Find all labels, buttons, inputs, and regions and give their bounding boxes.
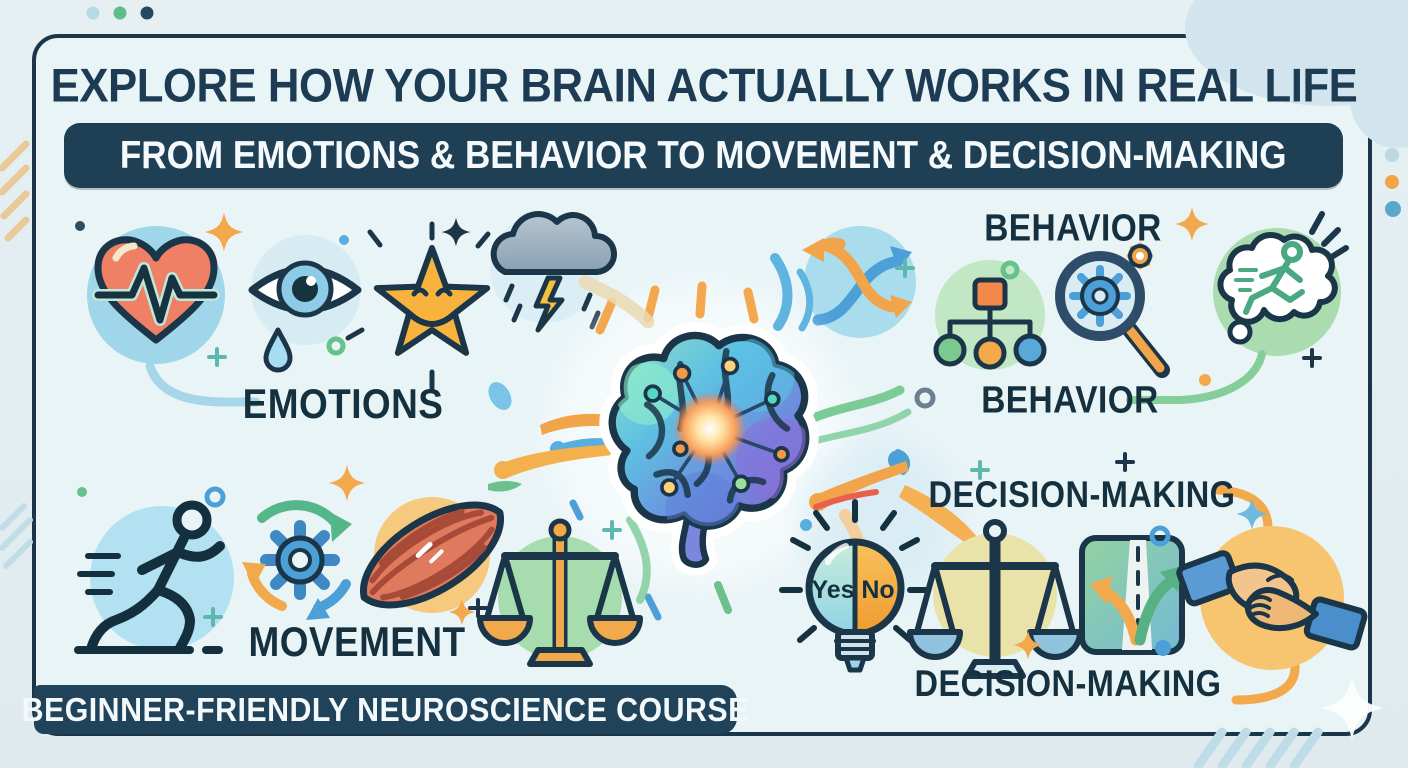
thought-cloud-runner-icon	[1213, 211, 1349, 356]
behavior-label-bottom: BEHAVIOR	[981, 379, 1159, 422]
handshake-icon	[1176, 526, 1368, 670]
decision-balance-scale-icon	[907, 519, 1083, 679]
teary-eye-icon	[248, 235, 362, 373]
decision-label-top: DECISION-MAKING	[928, 474, 1236, 515]
yes-no-lightbulb-icon: Yes No	[779, 499, 931, 673]
behavior-label-top: BEHAVIOR	[984, 207, 1162, 250]
emotions-cluster	[75, 211, 618, 407]
glowing-brain-icon	[599, 322, 819, 576]
bulb-yes-label: Yes	[811, 576, 854, 604]
emotions-sparkles	[75, 212, 471, 367]
running-figure-icon	[74, 500, 234, 654]
flowchart-icon	[933, 260, 1047, 370]
heartbeat-heart-icon	[87, 226, 225, 364]
emotions-label: EMOTIONS	[242, 380, 444, 427]
happy-star-icon	[345, 221, 491, 391]
course-banner-label: BEGINNER-FRIENDLY NEUROSCIENCE COURSE	[21, 690, 750, 728]
headline: EXPLORE HOW YOUR BRAIN ACTUALLY WORKS IN…	[50, 58, 1358, 112]
movement-label: MOVEMENT	[248, 618, 466, 665]
behavior-sparkles	[895, 207, 1322, 409]
subheadline-bar: FROM EMOTIONS & BEHAVIOR TO MOVEMENT & D…	[64, 123, 1343, 188]
behavior-cluster	[802, 207, 1349, 409]
crossing-arrows-icon	[802, 226, 916, 338]
muscle-icon	[360, 497, 504, 613]
gear-cycle-arrows-icon	[242, 500, 352, 620]
storm-cloud-lightning-icon	[490, 211, 618, 333]
corner-sparkle-icon	[1320, 676, 1384, 740]
forked-road-icon	[1079, 535, 1185, 655]
course-banner: BEGINNER-FRIENDLY NEUROSCIENCE COURSE	[22, 685, 749, 734]
movement-sparkles	[77, 465, 476, 627]
balance-scale-icon	[477, 518, 643, 667]
decision-cluster: Yes No	[779, 452, 1368, 705]
subheadline: FROM EMOTIONS & BEHAVIOR TO MOVEMENT & D…	[120, 133, 1287, 177]
movement-cluster	[74, 465, 643, 667]
decision-sparkles	[1013, 452, 1268, 660]
bulb-no-label: No	[861, 576, 894, 604]
magnifier-gears-icon	[1055, 242, 1170, 378]
decision-label-bottom: DECISION-MAKING	[914, 663, 1222, 704]
